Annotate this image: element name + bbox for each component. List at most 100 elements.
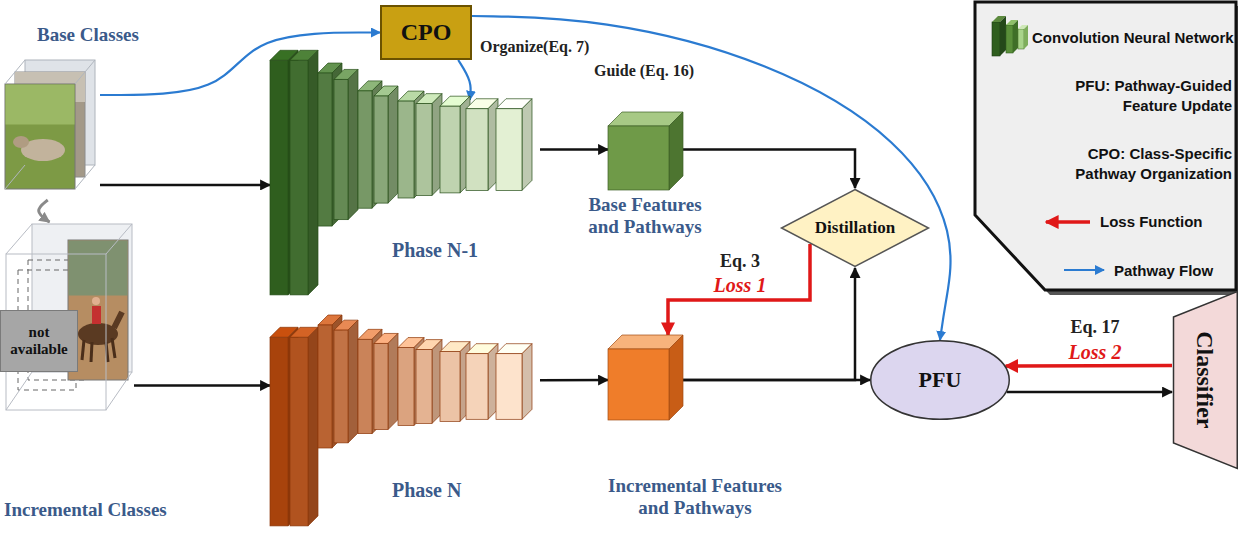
node-shape — [608, 335, 683, 420]
decision-diamond: Distillation — [780, 188, 930, 268]
image-band — [69, 241, 128, 296]
cnn-icon-layer — [1018, 29, 1024, 49]
layer-front — [608, 349, 669, 420]
node-label: not available — [6, 324, 72, 359]
node-shape — [5, 50, 100, 200]
cnn-icon-layer — [992, 22, 1000, 56]
layer-front — [440, 106, 460, 193]
layer-front — [290, 60, 308, 295]
pathway-arrow-sample — [1064, 269, 1104, 271]
layer-side — [308, 50, 318, 295]
layer-front — [358, 91, 372, 208]
label-slot: Guide (Eq. 16) — [592, 62, 696, 80]
layer-side — [669, 335, 683, 420]
rider — [92, 306, 101, 324]
layer-front — [416, 350, 432, 424]
layer-side — [308, 327, 318, 526]
stack-edge — [75, 165, 95, 189]
layer-side — [669, 112, 683, 190]
equation-label: Eq. 17 — [1068, 318, 1121, 338]
cnn-icon-layer — [1013, 20, 1018, 53]
stack-front — [6, 254, 106, 410]
layer-front — [334, 330, 348, 443]
legend-text: PFU: Pathway-Guided Feature Update — [1032, 76, 1232, 115]
node-label: PFU — [919, 367, 962, 392]
legend-text: Loss Function — [1100, 212, 1203, 232]
node-label: Distillation — [815, 218, 895, 238]
stack-edge — [6, 224, 32, 254]
data-arrow — [100, 184, 270, 187]
node-shape — [608, 112, 683, 190]
layer-front — [334, 79, 348, 219]
layer-side — [348, 69, 358, 219]
layer-front — [398, 101, 414, 198]
layer-front — [398, 348, 414, 426]
legend-text: Convolution Neural Network — [1032, 28, 1234, 48]
legend-row: Loss Function — [1100, 212, 1203, 232]
label-slot: Eq. 3 — [718, 252, 762, 272]
layer-front — [496, 354, 522, 420]
legend-text: Pathway Flow — [1114, 261, 1213, 281]
layer-front — [318, 325, 332, 448]
node-shape — [270, 45, 540, 300]
layer-side — [348, 320, 358, 443]
image-band — [6, 85, 75, 125]
layer-front — [608, 126, 669, 190]
horse-leg — [112, 338, 115, 358]
layer-front — [318, 73, 332, 226]
horse-leg — [91, 342, 92, 362]
data-arrow — [540, 379, 608, 382]
layer-side — [522, 344, 532, 420]
loss-arrow-sample — [1046, 220, 1090, 224]
node-label: CPO — [401, 19, 452, 47]
data-arrow — [683, 379, 870, 382]
rider-head — [92, 297, 100, 305]
diamond-outline — [782, 190, 929, 267]
label-slot: Loss 2 — [1067, 341, 1124, 363]
edge-label: Guide (Eq. 16) — [592, 62, 696, 80]
legend-text: CPO: Class-Specific Pathway Organization — [1032, 144, 1232, 183]
layer-front — [416, 104, 432, 196]
edge-label: Loss 2 — [1067, 341, 1124, 363]
layer-front — [270, 60, 288, 295]
classifier-block: Classifier — [1172, 290, 1238, 470]
cnn-icon-layer — [1024, 25, 1028, 49]
ellipse-outline — [871, 341, 1010, 420]
layer-front — [374, 343, 388, 429]
box-outline — [1, 311, 78, 372]
node-label: Phase N — [392, 479, 461, 502]
layer-front — [290, 337, 308, 526]
trapezoid-outline — [1174, 292, 1238, 469]
pathway-arrow — [458, 60, 471, 100]
node-label: Base Classes — [37, 24, 139, 46]
module-ellipse: PFU — [870, 340, 1010, 420]
unavailable-box: not available — [0, 310, 78, 372]
data-arrow — [683, 149, 855, 188]
stack-edge — [5, 60, 25, 84]
stack-edge — [106, 372, 132, 410]
legend-row: PFU: Pathway-Guided Feature Update — [1032, 76, 1232, 115]
legend-row: Convolution Neural Network — [1032, 28, 1234, 48]
pathway-arrow — [472, 16, 951, 340]
image-stack: Base Classes — [5, 50, 100, 200]
edge-label: Loss 1 — [712, 274, 769, 296]
phase-arrow — [39, 200, 50, 222]
data-arrow — [683, 268, 855, 380]
legend-row: CPO: Class-Specific Pathway Organization — [1032, 144, 1232, 183]
cnn-icon-layer — [1006, 25, 1013, 53]
legend-panel — [975, 2, 1236, 290]
image-stack: Incremental Classesnot available — [4, 222, 134, 412]
node-label: Phase N-1 — [392, 239, 478, 262]
node-label: Base Features and Pathways — [581, 194, 709, 238]
layer-front — [440, 352, 460, 422]
node-label: Incremental Classes — [4, 499, 167, 521]
data-arrow — [134, 384, 270, 387]
horse-leg — [82, 340, 84, 360]
horse-neck — [114, 312, 122, 328]
layer-front — [466, 109, 488, 191]
missing-frame — [18, 270, 76, 390]
stack-edge — [106, 224, 132, 254]
